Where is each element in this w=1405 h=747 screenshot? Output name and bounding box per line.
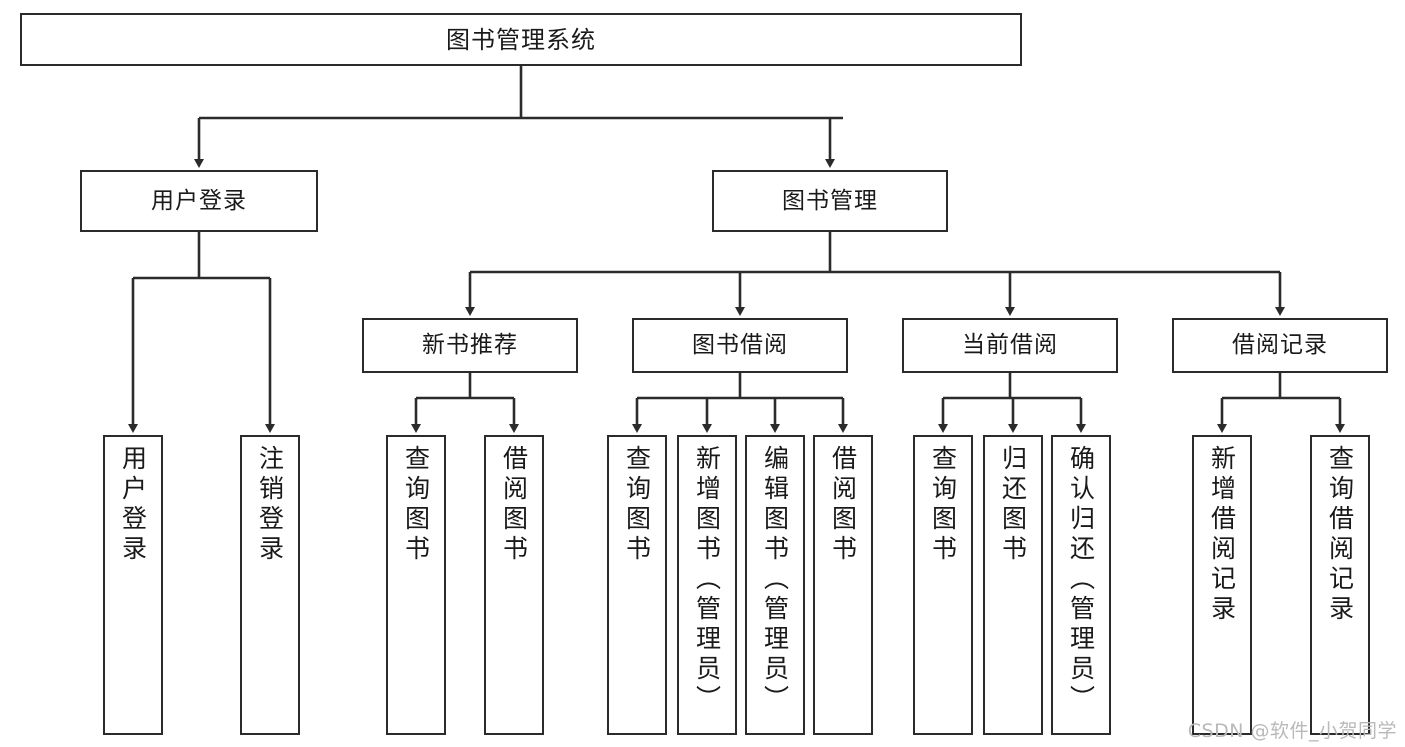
- node-level2-book-management[interactable]: 图书管理: [712, 170, 948, 232]
- node-level3-current-borrow[interactable]: 当前借阅: [902, 318, 1118, 373]
- node-label: 图书管理: [782, 187, 878, 214]
- node-leaf-query-borrow-record[interactable]: 查询借阅记录: [1310, 435, 1370, 735]
- node-label: 确认归还（管理员）: [1066, 445, 1096, 715]
- node-label: 图书管理系统: [446, 25, 596, 54]
- node-label: 查询图书: [401, 445, 431, 565]
- node-label: 用户登录: [151, 187, 247, 214]
- node-label: 注销登录: [255, 445, 285, 565]
- node-leaf-borrow-book[interactable]: 借阅图书: [813, 435, 873, 735]
- node-label: 新增图书（管理员）: [692, 445, 722, 715]
- node-label: 查询图书: [928, 445, 958, 565]
- node-leaf-add-book-admin[interactable]: 新增图书（管理员）: [677, 435, 737, 735]
- node-label: 查询图书: [622, 445, 652, 565]
- node-leaf-user-login[interactable]: 用户登录: [103, 435, 163, 735]
- node-label: 借阅图书: [828, 445, 858, 565]
- node-label: 图书借阅: [692, 332, 788, 359]
- node-leaf-confirm-return-admin[interactable]: 确认归还（管理员）: [1051, 435, 1111, 735]
- node-label: 编辑图书（管理员）: [760, 445, 790, 715]
- node-leaf-query-book-borrow[interactable]: 查询图书: [607, 435, 667, 735]
- node-label: 新书推荐: [422, 332, 518, 359]
- node-label: 查询借阅记录: [1325, 445, 1355, 625]
- node-level3-borrow-record[interactable]: 借阅记录: [1172, 318, 1388, 373]
- node-root[interactable]: 图书管理系统: [20, 13, 1022, 66]
- node-label: 归还图书: [998, 445, 1028, 565]
- watermark: CSDN @软件_小贺同学: [1187, 720, 1397, 742]
- node-level3-book-borrow[interactable]: 图书借阅: [632, 318, 848, 373]
- node-leaf-logout[interactable]: 注销登录: [240, 435, 300, 735]
- node-leaf-return-book[interactable]: 归还图书: [983, 435, 1043, 735]
- node-label: 借阅记录: [1232, 332, 1328, 359]
- node-leaf-query-book-recommend[interactable]: 查询图书: [386, 435, 446, 735]
- node-level3-new-book-recommend[interactable]: 新书推荐: [362, 318, 578, 373]
- node-level2-user-login[interactable]: 用户登录: [80, 170, 318, 232]
- node-leaf-query-book-current[interactable]: 查询图书: [913, 435, 973, 735]
- node-leaf-borrow-book-recommend[interactable]: 借阅图书: [484, 435, 544, 735]
- node-leaf-edit-book-admin[interactable]: 编辑图书（管理员）: [745, 435, 805, 735]
- node-label: 借阅图书: [499, 445, 529, 565]
- node-label: 用户登录: [118, 445, 148, 565]
- node-label: 当前借阅: [962, 332, 1058, 359]
- node-leaf-add-borrow-record[interactable]: 新增借阅记录: [1192, 435, 1252, 735]
- node-label: 新增借阅记录: [1207, 445, 1237, 625]
